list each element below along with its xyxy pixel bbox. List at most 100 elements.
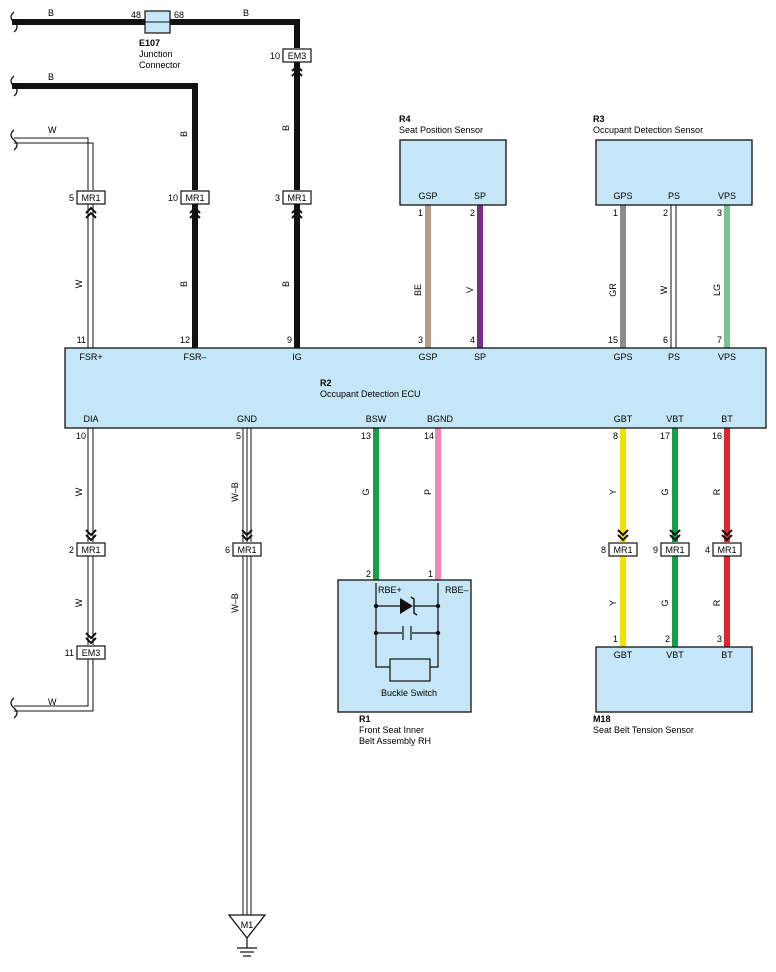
diagram-label: 2 — [470, 208, 475, 218]
diagram-label: Belt Assembly RH — [359, 736, 431, 746]
diagram-label: BE — [413, 284, 423, 296]
diagram-label: 3 — [418, 335, 423, 345]
diagram-label: FSR– — [183, 352, 206, 362]
diagram-label: 68 — [174, 10, 184, 20]
component-r1-front-seat-inner-belt: 2 1 RBE+ RBE– Buckle Switch R1 Front Sea… — [337, 569, 472, 746]
diagram-label: B — [179, 131, 189, 137]
diagram-label: BT — [721, 414, 733, 424]
diagram-label: MR1 — [287, 193, 306, 203]
chevron-icons — [85, 64, 733, 645]
diagram-label: GBT — [614, 650, 633, 660]
diagram-label: Junction — [139, 49, 173, 59]
diagram-label: 9 — [653, 545, 658, 555]
diagram-label: 8 — [613, 431, 618, 441]
connector-mr1-fsr-minus: MR1 10 — [168, 190, 210, 205]
diagram-label: 2 — [366, 569, 371, 579]
diagram-label: B — [48, 72, 54, 82]
connector-mr1-gbt: MR1 8 — [601, 542, 638, 557]
diagram-label: V — [465, 287, 475, 293]
diagram-label: DIA — [83, 414, 98, 424]
diagram-label: 4 — [470, 335, 475, 345]
diagram-label: BT — [721, 650, 733, 660]
wire-b-fsr-minus — [12, 83, 198, 348]
diagram-label: GSP — [418, 352, 437, 362]
diagram-label: 11 — [65, 648, 74, 658]
diagram-label: E107 — [139, 38, 160, 48]
connector-mr1-ig: MR1 3 — [275, 190, 312, 205]
diagram-label: EM3 — [82, 648, 101, 658]
diagram-label: R4 — [399, 114, 411, 124]
diagram-label: 3 — [717, 634, 722, 644]
connector-mr1-dia: MR1 2 — [69, 542, 106, 557]
connector-mr1-bt: MR1 4 — [705, 542, 742, 557]
diagram-label: MR1 — [237, 545, 256, 555]
diagram-label: 2 — [69, 545, 74, 555]
diagram-label: 11 — [77, 335, 86, 345]
connector-em3-top: EM3 10 — [270, 48, 312, 63]
junction-connector-e107: 48 68 E107 Junction Connector — [131, 10, 184, 70]
diagram-label: B — [243, 8, 249, 18]
diagram-label: VBT — [666, 414, 684, 424]
diagram-label: GSP — [418, 191, 437, 201]
diagram-label: 14 — [424, 431, 434, 441]
diagram-label: 1 — [428, 569, 433, 579]
diagram-label: W — [48, 125, 57, 135]
diagram-label: MR1 — [81, 545, 100, 555]
connector-mr1-fsr-plus: MR1 5 — [69, 190, 106, 205]
diagram-label: Front Seat Inner — [359, 725, 424, 735]
diagram-label: 4 — [705, 545, 710, 555]
diagram-label: VPS — [718, 352, 736, 362]
wire-b-top — [12, 19, 300, 48]
buckle-switch-circuit — [375, 583, 439, 682]
component-r2-occupant-detection-ecu: R2 Occupant Detection ECU FSR+ FSR– IG G… — [64, 335, 767, 441]
wire-color-labels: B B B W W B B W B B BE V GR W LG W W W–B… — [48, 8, 722, 707]
diagram-label: GPS — [613, 191, 632, 201]
diagram-label: 13 — [361, 431, 371, 441]
diagram-label: 10 — [76, 431, 86, 441]
diagram-label: B — [281, 281, 291, 287]
diagram-label: Seat Belt Tension Sensor — [593, 725, 694, 735]
wire-wb-gnd — [242, 428, 252, 915]
diagram-label: GPS — [613, 352, 632, 362]
diagram-label: W–B — [230, 482, 240, 502]
wire-w-ps — [670, 205, 677, 348]
connector-em3-dia: EM3 11 — [65, 645, 106, 660]
diagram-label: 3 — [275, 193, 280, 203]
wire-w-fsr-plus — [14, 137, 94, 348]
diagram-label: VPS — [718, 191, 736, 201]
diagram-label: IG — [292, 352, 302, 362]
diagram-label: B — [281, 125, 291, 131]
diagram-label: RBE+ — [378, 585, 402, 595]
diagram-label: SP — [474, 352, 486, 362]
diagram-label: GR — [608, 283, 618, 297]
diagram-label: Y — [608, 600, 618, 606]
diagram-label: R — [712, 599, 722, 606]
diagram-label: MR1 — [613, 545, 632, 555]
connector-mr1-gnd: MR1 6 — [225, 542, 262, 557]
diagram-label: G — [660, 488, 670, 495]
diagram-label: 1 — [418, 208, 423, 218]
diagram-label: W–B — [230, 593, 240, 613]
diagram-label: VBT — [666, 650, 684, 660]
diagram-label: 5 — [69, 193, 74, 203]
diagram-label: B — [48, 8, 54, 18]
diagram-label: R2 — [320, 378, 332, 388]
diagram-label: 15 — [608, 335, 618, 345]
component-r4-seat-position-sensor: R4 Seat Position Sensor GSP SP 1 2 — [399, 114, 507, 218]
component-m18-seat-belt-tension-sensor: 1 2 3 GBT VBT BT M18 Seat Belt Tension S… — [593, 634, 753, 735]
zener-diode-icon — [400, 596, 418, 616]
diagram-label: 6 — [663, 335, 668, 345]
diagram-label: MR1 — [185, 193, 204, 203]
diagram-label: G — [361, 488, 371, 495]
diagram-label: 16 — [712, 431, 722, 441]
diagram-label: W — [48, 697, 57, 707]
diagram-label: FSR+ — [79, 352, 102, 362]
component-r3-occupant-detection-sensor: R3 Occupant Detection Sensor GPS PS VPS … — [593, 114, 753, 218]
diagram-label: M18 — [593, 714, 611, 724]
diagram-label: W — [74, 487, 84, 496]
diagram-label: GBT — [614, 414, 633, 424]
diagram-label: Buckle Switch — [381, 688, 437, 698]
diagram-label: R1 — [359, 714, 371, 724]
diagram-label: PS — [668, 352, 680, 362]
